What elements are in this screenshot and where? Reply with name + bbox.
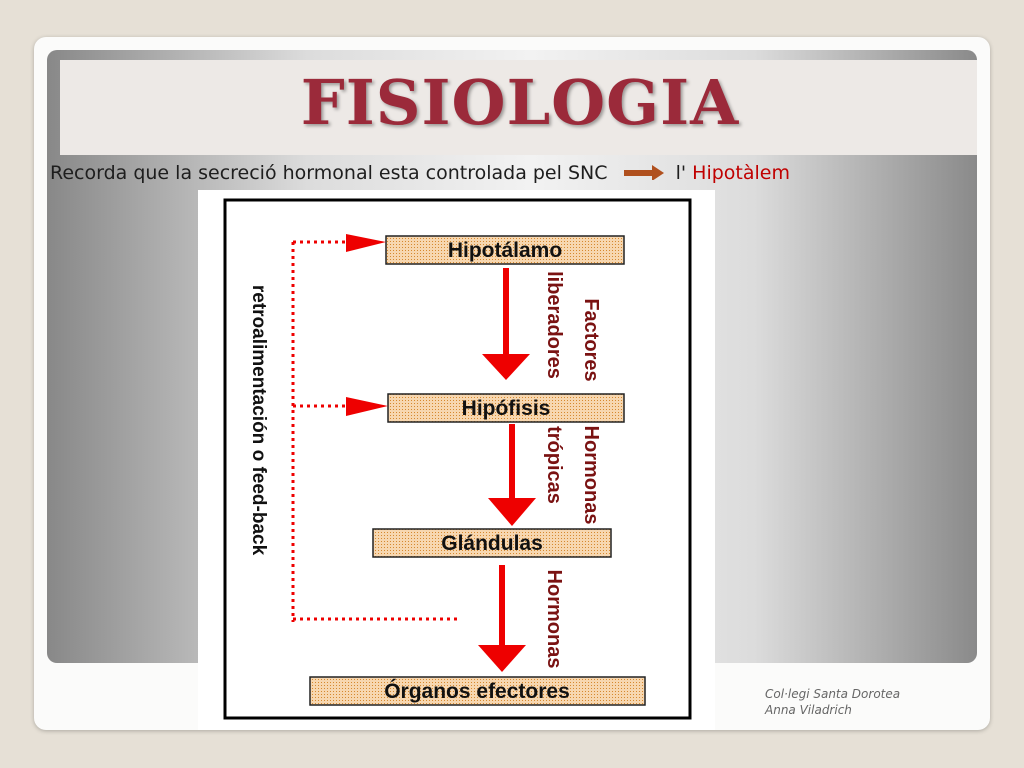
feedback-label: retroalimentación o feed-back [248,285,269,556]
subtitle-text: Recorda que la secreció hormonal esta co… [50,162,608,184]
slide-title: FISIOLOGIA [300,66,740,139]
footer: Col·legi Santa Dorotea Anna Viladrich [765,686,900,718]
subtitle-prefix: l' [675,162,687,184]
box-label-glandulas: Glándulas [441,532,543,555]
subtitle-highlight: Hipotàlem [692,162,790,184]
down-arrow-3 [478,565,526,672]
arrow-label-tropicas: trópicas [543,426,565,504]
arrow-label-liberadores: liberadores [543,271,565,379]
feedback-loop [291,240,458,622]
box-hipofisis [387,393,625,423]
diagram-frame [223,198,692,720]
box-glandulas [372,528,612,558]
feedback-arrowhead-1 [346,234,386,252]
footer-author: Anna Viladrich [765,703,852,717]
down-arrow-2 [488,424,536,526]
arrow-label-factores: Factores [580,298,602,381]
box-organos-efectores [309,676,646,706]
box-label-hipotalamo: Hipotálamo [448,239,562,262]
down-arrow-1 [482,268,530,380]
box-label-organos-efectores: Órganos efectores [384,679,570,703]
box-hipotalamo [385,235,625,265]
right-arrow-icon [623,161,664,187]
arrow-label-hormonas-2: Hormonas [543,570,565,669]
hypothalamus-diagram: Hipotálamo Hipófisis Glándulas Órganos e… [198,190,715,730]
title-bar [60,60,977,155]
feedback-arrowhead-2 [346,397,388,416]
box-label-hipofisis: Hipófisis [462,397,551,420]
subtitle: Recorda que la secreció hormonal esta co… [50,160,790,186]
footer-school: Col·legi Santa Dorotea [765,687,901,701]
arrow-label-hormonas-1: Hormonas [580,426,602,525]
diagram-svg: Hipotálamo Hipófisis Glándulas Órganos e… [223,198,692,720]
